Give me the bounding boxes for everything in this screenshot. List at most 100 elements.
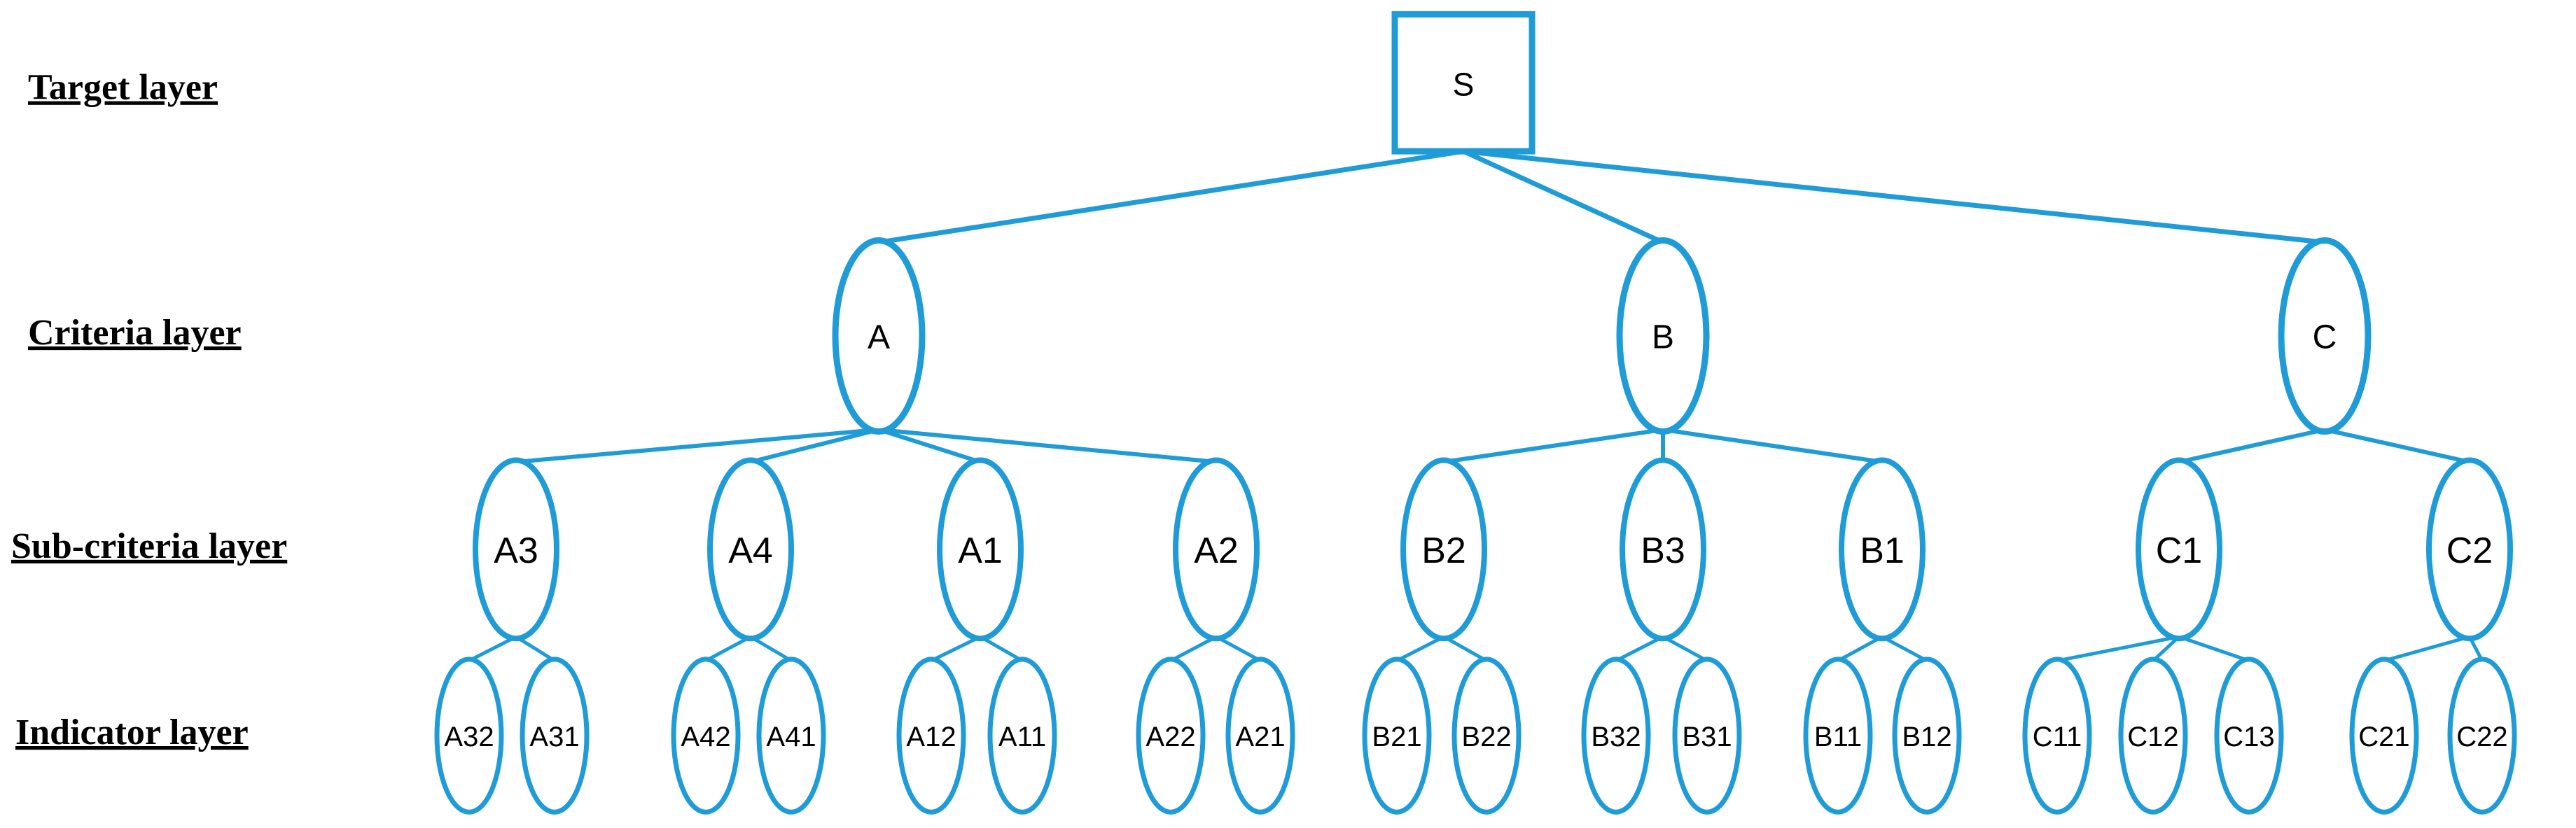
node-label-B31: B31 [1682,722,1732,752]
node-label-A22: A22 [1146,722,1195,752]
edge-B2-B22 [1442,635,1489,663]
node-shape-A2 [1173,457,1260,642]
node-shape-A21 [1225,657,1295,815]
edge-B-B2 [1442,427,1665,465]
node-label-C21: C21 [2358,722,2409,752]
edge-A2-A21 [1214,635,1262,663]
node-label-B12: B12 [1902,722,1951,752]
node-B[interactable]: B [1616,237,1710,435]
edge-A4-A42 [704,635,753,663]
node-A12[interactable]: A12 [896,657,966,815]
edge-S-C [1461,148,2327,245]
node-label-A41: A41 [766,722,816,752]
edge-B2-B21 [1395,635,1446,663]
node-shape-C2 [2426,457,2513,642]
node-S[interactable]: S [1391,10,1536,155]
edge-A-A3 [514,427,881,465]
edge-A4-A41 [749,635,793,663]
node-label-C12: C12 [2127,722,2178,752]
node-shape-B1 [1839,457,1926,642]
node-shape-A31 [520,657,590,815]
node-label-A21: A21 [1235,722,1285,752]
node-label-B: B [1652,319,1674,356]
node-B3[interactable]: B3 [1620,457,1706,642]
node-shape-A1 [937,457,1024,642]
edge-A3-A31 [514,635,557,663]
node-A1[interactable]: A1 [937,457,1024,642]
node-A32[interactable]: A32 [434,657,504,815]
node-B1[interactable]: B1 [1839,457,1926,642]
node-B2[interactable]: B2 [1400,457,1487,642]
node-C2[interactable]: C2 [2426,457,2513,642]
node-C11[interactable]: C11 [2022,657,2092,815]
node-label-A2: A2 [1194,531,1239,571]
node-shape-B3 [1620,457,1706,642]
node-label-A1: A1 [958,531,1003,571]
node-C[interactable]: C [2278,237,2372,435]
node-shape-B2 [1400,457,1487,642]
node-shape-A3 [473,457,559,642]
node-A4[interactable]: A4 [707,457,794,642]
node-shape-B32 [1581,657,1651,815]
node-shape-B21 [1362,657,1432,815]
node-C12[interactable]: C12 [2118,657,2188,815]
node-label-B11: B11 [1814,722,1862,752]
node-shape-B31 [1672,657,1742,815]
edge-S-A [876,148,1466,245]
node-label-B3: B3 [1641,531,1685,571]
node-shape-A22 [1136,657,1206,815]
node-C13[interactable]: C13 [2214,657,2284,815]
edge-A-A4 [749,427,881,465]
edge-B1-B11 [1836,635,1884,663]
node-B11[interactable]: B11 [1803,657,1873,815]
node-A22[interactable]: A22 [1136,657,1206,815]
node-label-A31: A31 [529,722,579,752]
edge-A2-A22 [1169,635,1218,663]
node-A3[interactable]: A3 [473,457,559,642]
node-label-C2: C2 [2446,531,2493,571]
node-label-C11: C11 [2033,722,2082,752]
edge-C-C2 [2323,427,2472,465]
node-shape-A32 [434,657,504,815]
node-shape-A41 [756,657,826,815]
node-C21[interactable]: C21 [2349,657,2419,815]
node-A[interactable]: A [832,237,926,435]
node-C22[interactable]: C22 [2447,657,2517,815]
node-shape-A42 [671,657,741,815]
node-label-B2: B2 [1421,531,1466,571]
node-A42[interactable]: A42 [671,657,741,815]
node-A31[interactable]: A31 [520,657,590,815]
node-label-C13: C13 [2223,722,2274,752]
node-B22[interactable]: B22 [1451,657,1522,815]
node-shape-C11 [2022,657,2092,815]
node-label-A3: A3 [494,531,538,571]
node-B32[interactable]: B32 [1581,657,1651,815]
node-label-B32: B32 [1591,722,1641,752]
node-shape-C22 [2447,657,2517,815]
node-A11[interactable]: A11 [987,657,1057,815]
node-A21[interactable]: A21 [1225,657,1295,815]
node-shape-C1 [2136,457,2222,642]
edge-C1-C13 [2177,635,2251,663]
node-C1[interactable]: C1 [2136,457,2222,642]
edge-A-A2 [877,427,1218,465]
edge-B3-B32 [1614,635,1665,663]
node-label-A: A [868,319,890,356]
node-shape-A12 [896,657,966,815]
node-B21[interactable]: B21 [1362,657,1432,815]
node-A41[interactable]: A41 [756,657,826,815]
node-A2[interactable]: A2 [1173,457,1260,642]
node-B31[interactable]: B31 [1672,657,1742,815]
layer-label-indicator: Indicator layer [15,713,249,752]
edge-S-B [1461,148,1666,245]
node-B12[interactable]: B12 [1892,657,1962,815]
edge-B-B1 [1661,427,1884,465]
node-shape-C12 [2118,657,2188,815]
node-shape-S [1391,10,1536,155]
node-label-B22: B22 [1461,722,1511,752]
node-shape-A [832,237,926,435]
